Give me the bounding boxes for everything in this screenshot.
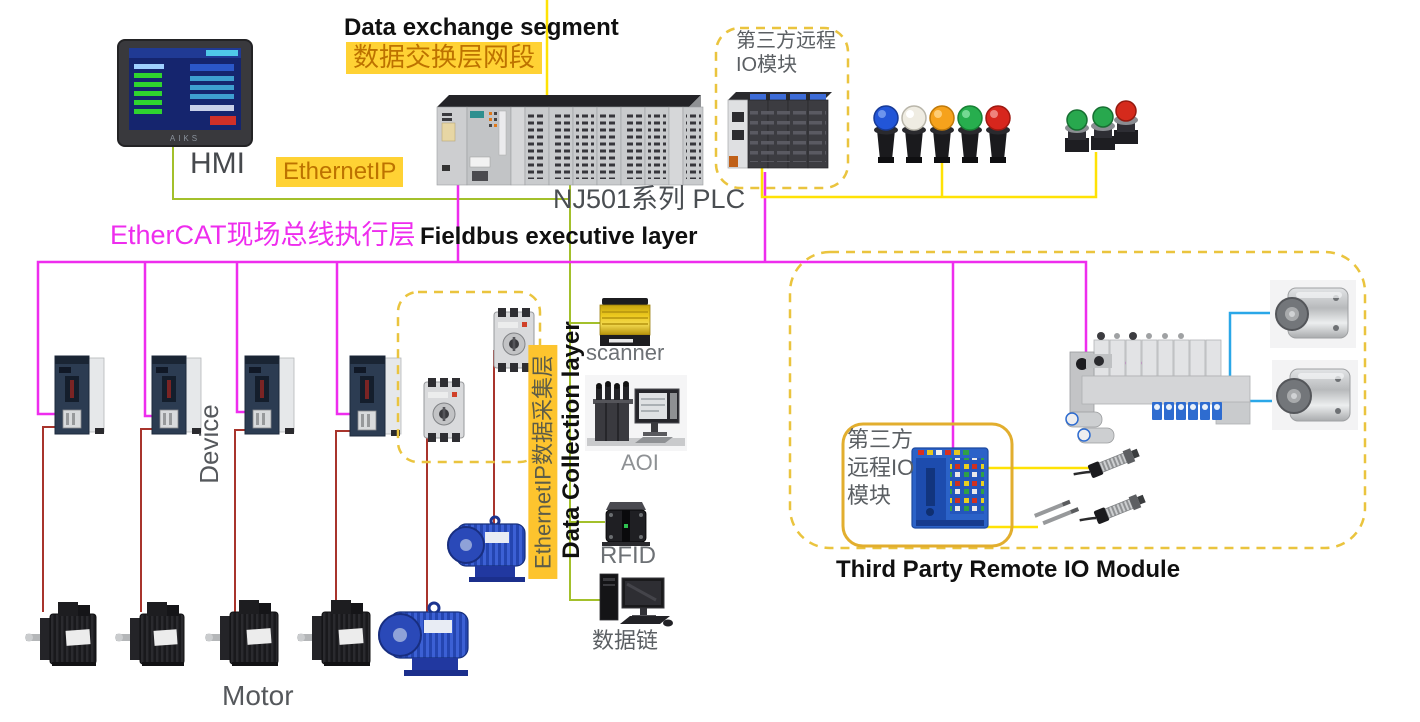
datalink-label: 数据链 bbox=[592, 628, 659, 653]
datalink-computer bbox=[599, 573, 673, 627]
remote-io-module-bottom bbox=[911, 447, 989, 529]
remote-io-top-box bbox=[714, 26, 850, 190]
servo-drive-2 bbox=[151, 355, 202, 435]
indicator-light-red bbox=[985, 105, 1011, 163]
pushbuttons bbox=[1065, 100, 1138, 152]
proximity-sensors bbox=[1034, 448, 1146, 526]
data-exchange-segment-title: Data exchange segment bbox=[344, 14, 619, 41]
motor-label: Motor bbox=[222, 680, 294, 711]
data-exchange-cn-label: 数据交换层网段 bbox=[346, 42, 543, 74]
servo-motor-4 bbox=[297, 600, 371, 666]
hmi-label: HMI bbox=[190, 147, 245, 180]
aoi-label: AOI bbox=[621, 450, 659, 475]
circuit-breakers bbox=[423, 308, 535, 442]
indicator-lights bbox=[873, 105, 1011, 163]
third-party-box bbox=[788, 250, 1367, 550]
servo-motor-2 bbox=[115, 602, 185, 666]
sensor-2 bbox=[1079, 494, 1146, 524]
ethernetip-label: EthernetIP bbox=[276, 157, 404, 187]
pushbutton-red bbox=[1114, 100, 1138, 144]
remote-io-bottom-label-line2: 远程IO bbox=[847, 455, 915, 480]
indicator-light-orange bbox=[929, 105, 955, 163]
servo-motor-3 bbox=[205, 600, 279, 666]
wire-layer bbox=[36, 0, 1292, 614]
scanner-label: scanner bbox=[586, 340, 665, 365]
indicator-light-blue bbox=[873, 105, 899, 163]
device-label: Device bbox=[194, 404, 225, 484]
fieldbus-layer-title: Fieldbus executive layer bbox=[420, 223, 698, 250]
circuit-breaker-2 bbox=[493, 308, 535, 372]
indicator-light-green bbox=[957, 105, 983, 163]
wire-drop-drive4 bbox=[335, 262, 353, 416]
remote-io-bottom-label-line3: 模块 bbox=[847, 483, 892, 508]
remote-io-bottom-box bbox=[841, 422, 1014, 548]
servo-motors bbox=[25, 600, 371, 666]
scanner-device bbox=[599, 298, 651, 346]
plc-label: NJ501系列 PLC bbox=[553, 184, 746, 214]
wire-valve-cyl1 bbox=[1228, 311, 1286, 398]
sensor-1 bbox=[1073, 448, 1140, 478]
valve-terminal bbox=[1065, 332, 1251, 444]
servo-drive-4 bbox=[349, 355, 402, 437]
pushbutton-green-2 bbox=[1091, 106, 1115, 150]
wire-drive1-motor1 bbox=[42, 426, 60, 612]
servo-drive-3 bbox=[244, 355, 295, 435]
induction-motor-upper bbox=[447, 515, 526, 582]
wire-drive4-motor4 bbox=[335, 430, 354, 614]
remote-io-top-label-line1: 第三方远程 bbox=[736, 30, 836, 52]
pneumatic-cylinder-2 bbox=[1272, 360, 1358, 430]
pneumatic-cylinder-1 bbox=[1270, 280, 1356, 348]
remote-io-top-label-line2: IO模块 bbox=[736, 54, 798, 76]
indicator-light-white bbox=[901, 105, 927, 163]
wire-drive3-motor3 bbox=[234, 429, 252, 614]
servo-drive-1 bbox=[54, 355, 105, 435]
remote-io-module-top bbox=[727, 92, 832, 169]
wire-drive2-motor2 bbox=[140, 428, 160, 612]
servo-drives bbox=[54, 355, 402, 437]
aoi-machine bbox=[585, 375, 687, 451]
ethercat-layer-label: EtherCAT现场总线执行层 bbox=[110, 220, 416, 250]
wire-io-to-buttons bbox=[760, 152, 1098, 199]
contact-pins bbox=[1034, 499, 1080, 526]
hmi-panel: AIKS bbox=[117, 39, 253, 147]
hmi-brand-text: AIKS bbox=[170, 134, 200, 143]
induction-motor-lower bbox=[378, 601, 469, 676]
remote-io-bottom-label-line1: 第三方 bbox=[847, 427, 914, 452]
collection-band-label: EthernetIP数据采集层 bbox=[528, 345, 558, 579]
pushbutton-green-1 bbox=[1065, 109, 1089, 152]
rfid-reader bbox=[602, 502, 650, 546]
collection-layer-title: Data Collection layer bbox=[558, 321, 586, 559]
wire-hmi-to-plc bbox=[172, 146, 570, 200]
circuit-breaker-1 bbox=[423, 378, 465, 442]
rfid-label: RFID bbox=[600, 542, 656, 569]
servo-motor-1 bbox=[25, 602, 97, 666]
plc-rack bbox=[436, 95, 704, 186]
third-party-title: Third Party Remote IO Module bbox=[836, 556, 1181, 583]
